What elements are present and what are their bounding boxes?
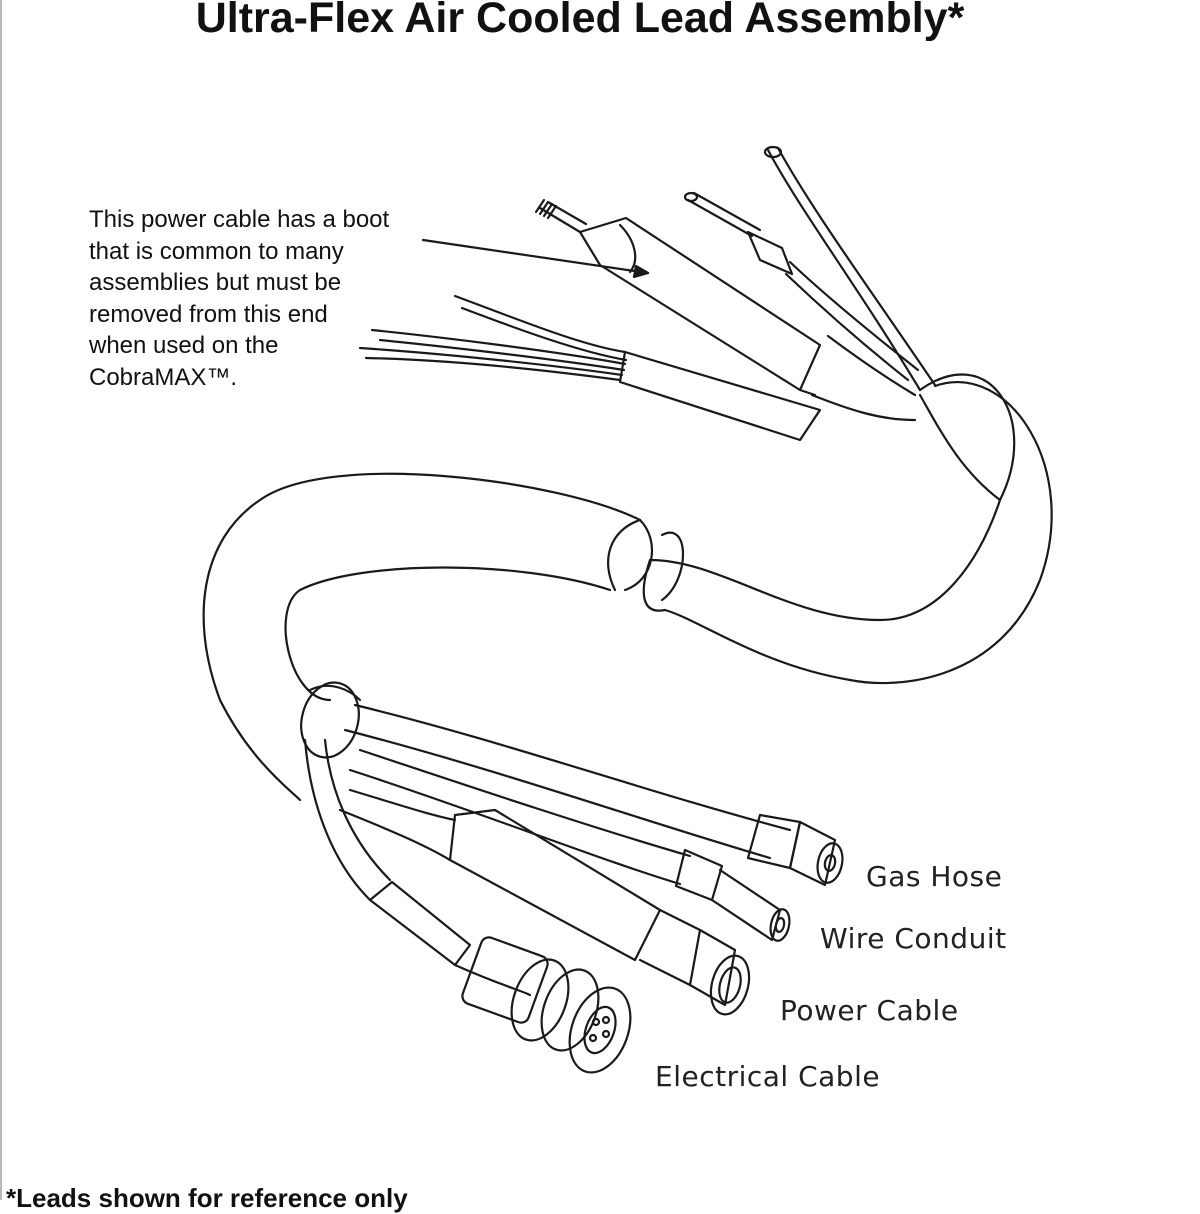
page-title: Ultra-Flex Air Cooled Lead Assembly* [195, 0, 965, 42]
bottom-gas-hose [343, 703, 844, 887]
callout-line: assemblies but must be [89, 269, 342, 296]
bottom-electrical-cable [303, 738, 632, 1074]
gas-hose-label: Gas Hose [866, 860, 1003, 893]
top-wire-conduit-tail [683, 191, 920, 382]
bottom-power-cable [338, 788, 751, 1016]
electrical-cable-label: Electrical Cable [655, 1060, 881, 1093]
power-cable-label: Power Cable [780, 994, 959, 1027]
wire-conduit-label: Wire Conduit [820, 922, 1007, 955]
page-edge-rule [0, 0, 2, 1200]
callout-line: This power cable has a boot [89, 206, 390, 233]
callout-line: when used on the [89, 332, 279, 359]
reference-footnote: *Leads shown for reference only [6, 1183, 408, 1213]
bottom-wire-conduit [348, 748, 791, 942]
callout-line: that is common to many [89, 237, 344, 265]
boot-callout-text: This power cable has a boot that is comm… [89, 204, 429, 393]
top-power-cable-tail [534, 198, 917, 422]
callout-arrow [421, 238, 650, 279]
top-electrical-wires [358, 294, 822, 442]
cable-jacket [202, 373, 1053, 802]
callout-line: CobraMAX™. [89, 363, 238, 391]
callout-line: removed from this end [89, 300, 328, 328]
